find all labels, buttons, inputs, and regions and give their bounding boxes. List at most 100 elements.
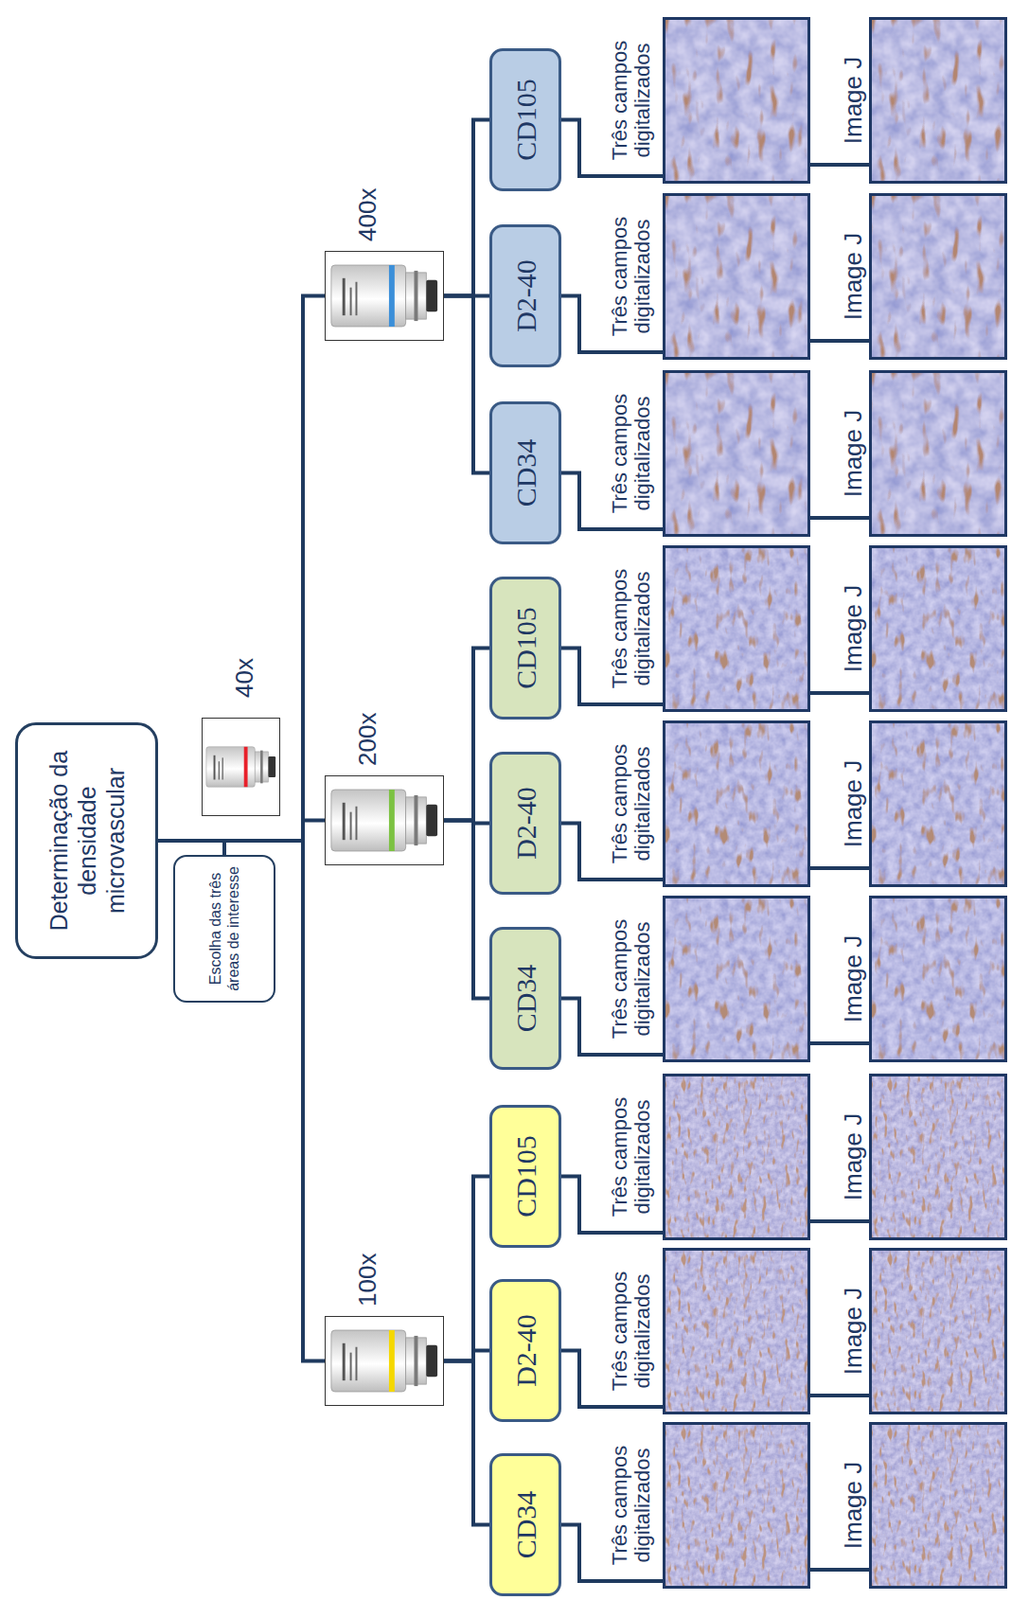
magnification-label: 400x xyxy=(354,188,382,242)
connector xyxy=(810,515,870,520)
marker-label: D2-40 xyxy=(510,259,542,333)
micrograph-image xyxy=(662,1421,811,1589)
micrograph: Image J xyxy=(869,193,1008,360)
objective-lens: 100x xyxy=(324,1315,444,1406)
marker-box: CD34 xyxy=(489,926,562,1070)
micrograph: Três campos digitalizados xyxy=(662,193,811,360)
image-heading: Image J xyxy=(839,29,868,172)
image-heading: Três campos digitalizados xyxy=(608,205,656,348)
connector xyxy=(443,648,490,821)
selection-box: Escolha das três áreas de interesse xyxy=(173,854,276,1003)
image-heading: Image J xyxy=(839,732,868,875)
image-heading: Image J xyxy=(839,1434,868,1577)
connector xyxy=(810,1219,870,1224)
micrograph: Image J xyxy=(869,1073,1008,1241)
marker-label: CD105 xyxy=(510,78,542,161)
connector xyxy=(810,1393,870,1398)
connector xyxy=(443,1361,490,1526)
micrograph: Image J xyxy=(869,720,1008,887)
micrograph-image xyxy=(662,720,811,887)
micrograph-image xyxy=(869,545,1008,712)
connector xyxy=(158,296,325,842)
micrograph: Image J xyxy=(869,1247,1008,1415)
connector xyxy=(810,162,870,167)
connector xyxy=(443,820,490,999)
objective-lens: 40x xyxy=(201,717,281,816)
image-heading: Três campos digitalizados xyxy=(608,1259,656,1402)
image-heading: Três campos digitalizados xyxy=(608,1434,656,1577)
objective-illustration xyxy=(325,1316,444,1405)
image-heading: Três campos digitalizados xyxy=(608,732,656,875)
image-heading: Image J xyxy=(839,1085,868,1228)
connector xyxy=(443,1176,490,1362)
image-heading: Image J xyxy=(839,907,868,1050)
micrograph: Três campos digitalizados xyxy=(662,545,811,712)
marker-box: CD105 xyxy=(489,48,562,192)
connector xyxy=(810,1041,870,1046)
marker-label: D2-40 xyxy=(510,1313,542,1387)
marker-box: CD34 xyxy=(489,1453,562,1597)
micrograph: Três campos digitalizados xyxy=(662,1247,811,1415)
micrograph: Image J xyxy=(869,1421,1008,1589)
marker-label: CD34 xyxy=(510,964,542,1033)
image-heading: Três campos digitalizados xyxy=(608,557,656,700)
magnification-label: 200x xyxy=(354,712,382,766)
connector xyxy=(443,296,490,474)
micrograph-image xyxy=(869,895,1008,1063)
marker-box: CD34 xyxy=(489,401,562,545)
image-heading: Image J xyxy=(839,382,868,525)
image-heading: Image J xyxy=(839,205,868,348)
connector xyxy=(810,691,870,695)
marker-box: D2-40 xyxy=(489,224,562,368)
micrograph-image xyxy=(869,370,1008,537)
image-heading: Image J xyxy=(839,1259,868,1402)
magnification-label: 40x xyxy=(230,657,259,698)
objective-illustration xyxy=(202,718,280,816)
micrograph-image xyxy=(869,17,1008,184)
image-heading: Três campos digitalizados xyxy=(608,29,656,172)
micrograph: Três campos digitalizados xyxy=(662,720,811,887)
micrograph-image xyxy=(662,1247,811,1415)
connector xyxy=(158,840,225,855)
micrograph: Três campos digitalizados xyxy=(662,1421,811,1589)
objective-illustration xyxy=(325,251,444,340)
micrograph: Três campos digitalizados xyxy=(662,17,811,184)
micrograph-image xyxy=(869,1421,1008,1589)
connector xyxy=(810,338,870,343)
box-text: Escolha das três áreas de interesse xyxy=(206,864,243,994)
micrograph-image xyxy=(662,17,811,184)
marker-box: D2-40 xyxy=(489,1278,562,1422)
marker-label: CD34 xyxy=(510,1490,542,1560)
micrograph-image xyxy=(869,1073,1008,1241)
marker-label: CD105 xyxy=(510,606,542,690)
marker-box: CD105 xyxy=(489,1104,562,1248)
title-box: Determinação da densidade microvascular xyxy=(15,722,159,959)
micrograph: Image J xyxy=(869,370,1008,537)
micrograph-image xyxy=(869,1247,1008,1415)
micrograph-image xyxy=(662,545,811,712)
micrograph: Image J xyxy=(869,17,1008,184)
micrograph-image xyxy=(662,193,811,360)
micrograph-image xyxy=(869,720,1008,887)
micrograph: Três campos digitalizados xyxy=(662,370,811,537)
connector xyxy=(810,1567,870,1572)
micrograph: Três campos digitalizados xyxy=(662,895,811,1063)
connector xyxy=(158,820,325,842)
connector xyxy=(810,866,870,870)
micrograph: Image J xyxy=(869,545,1008,712)
objective-lens: 400x xyxy=(324,250,444,341)
micrograph-image xyxy=(662,1073,811,1241)
magnification-label: 100x xyxy=(354,1253,382,1307)
marker-box: CD105 xyxy=(489,576,562,720)
connector xyxy=(158,840,325,1362)
objective-illustration xyxy=(325,776,444,865)
marker-box: D2-40 xyxy=(489,751,562,895)
connector xyxy=(443,120,490,297)
micrograph-image xyxy=(869,193,1008,360)
micrograph-image xyxy=(662,370,811,537)
marker-label: D2-40 xyxy=(510,786,542,860)
micrograph: Image J xyxy=(869,895,1008,1063)
image-heading: Image J xyxy=(839,557,868,700)
micrograph: Três campos digitalizados xyxy=(662,1073,811,1241)
